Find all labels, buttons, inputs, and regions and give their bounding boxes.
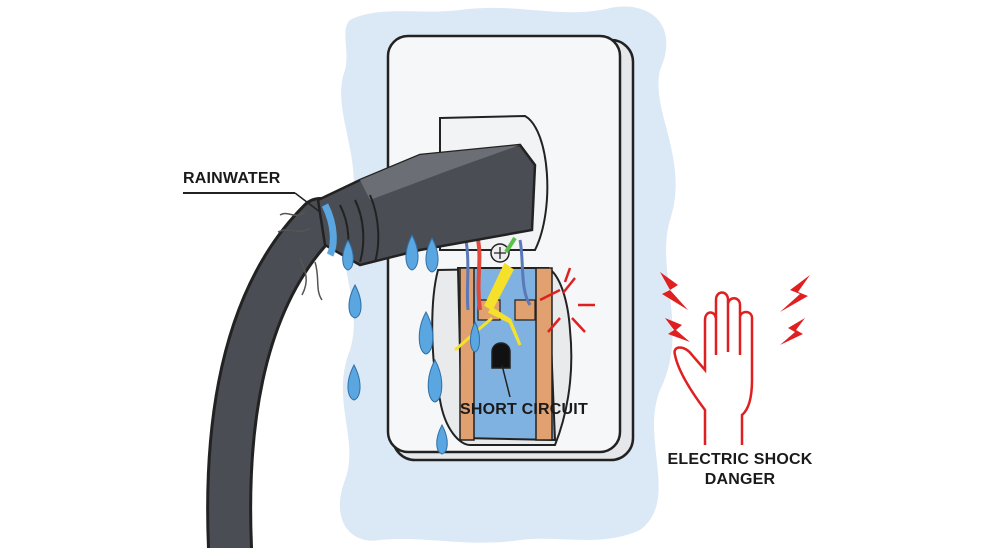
- hand-shock-icon: [673, 291, 754, 445]
- rainwater-label: RAINWATER: [183, 170, 281, 187]
- power-cord: [206, 143, 537, 548]
- frayed-wires: [277, 211, 323, 301]
- short-circuit-leader: [501, 364, 511, 398]
- lightning-bolt-icons: [660, 272, 810, 345]
- shock-label-line2: DANGER: [704, 471, 776, 488]
- spark-burst-icon: [539, 267, 595, 333]
- electric-shock-label: ELECTRIC SHOCK DANGER: [650, 450, 830, 490]
- short-circuit-label: SHORT CIRCUIT: [460, 401, 588, 418]
- water-drops: [342, 233, 480, 455]
- damaged-receptacle: [431, 236, 573, 446]
- shock-label-line1: ELECTRIC SHOCK: [667, 451, 813, 468]
